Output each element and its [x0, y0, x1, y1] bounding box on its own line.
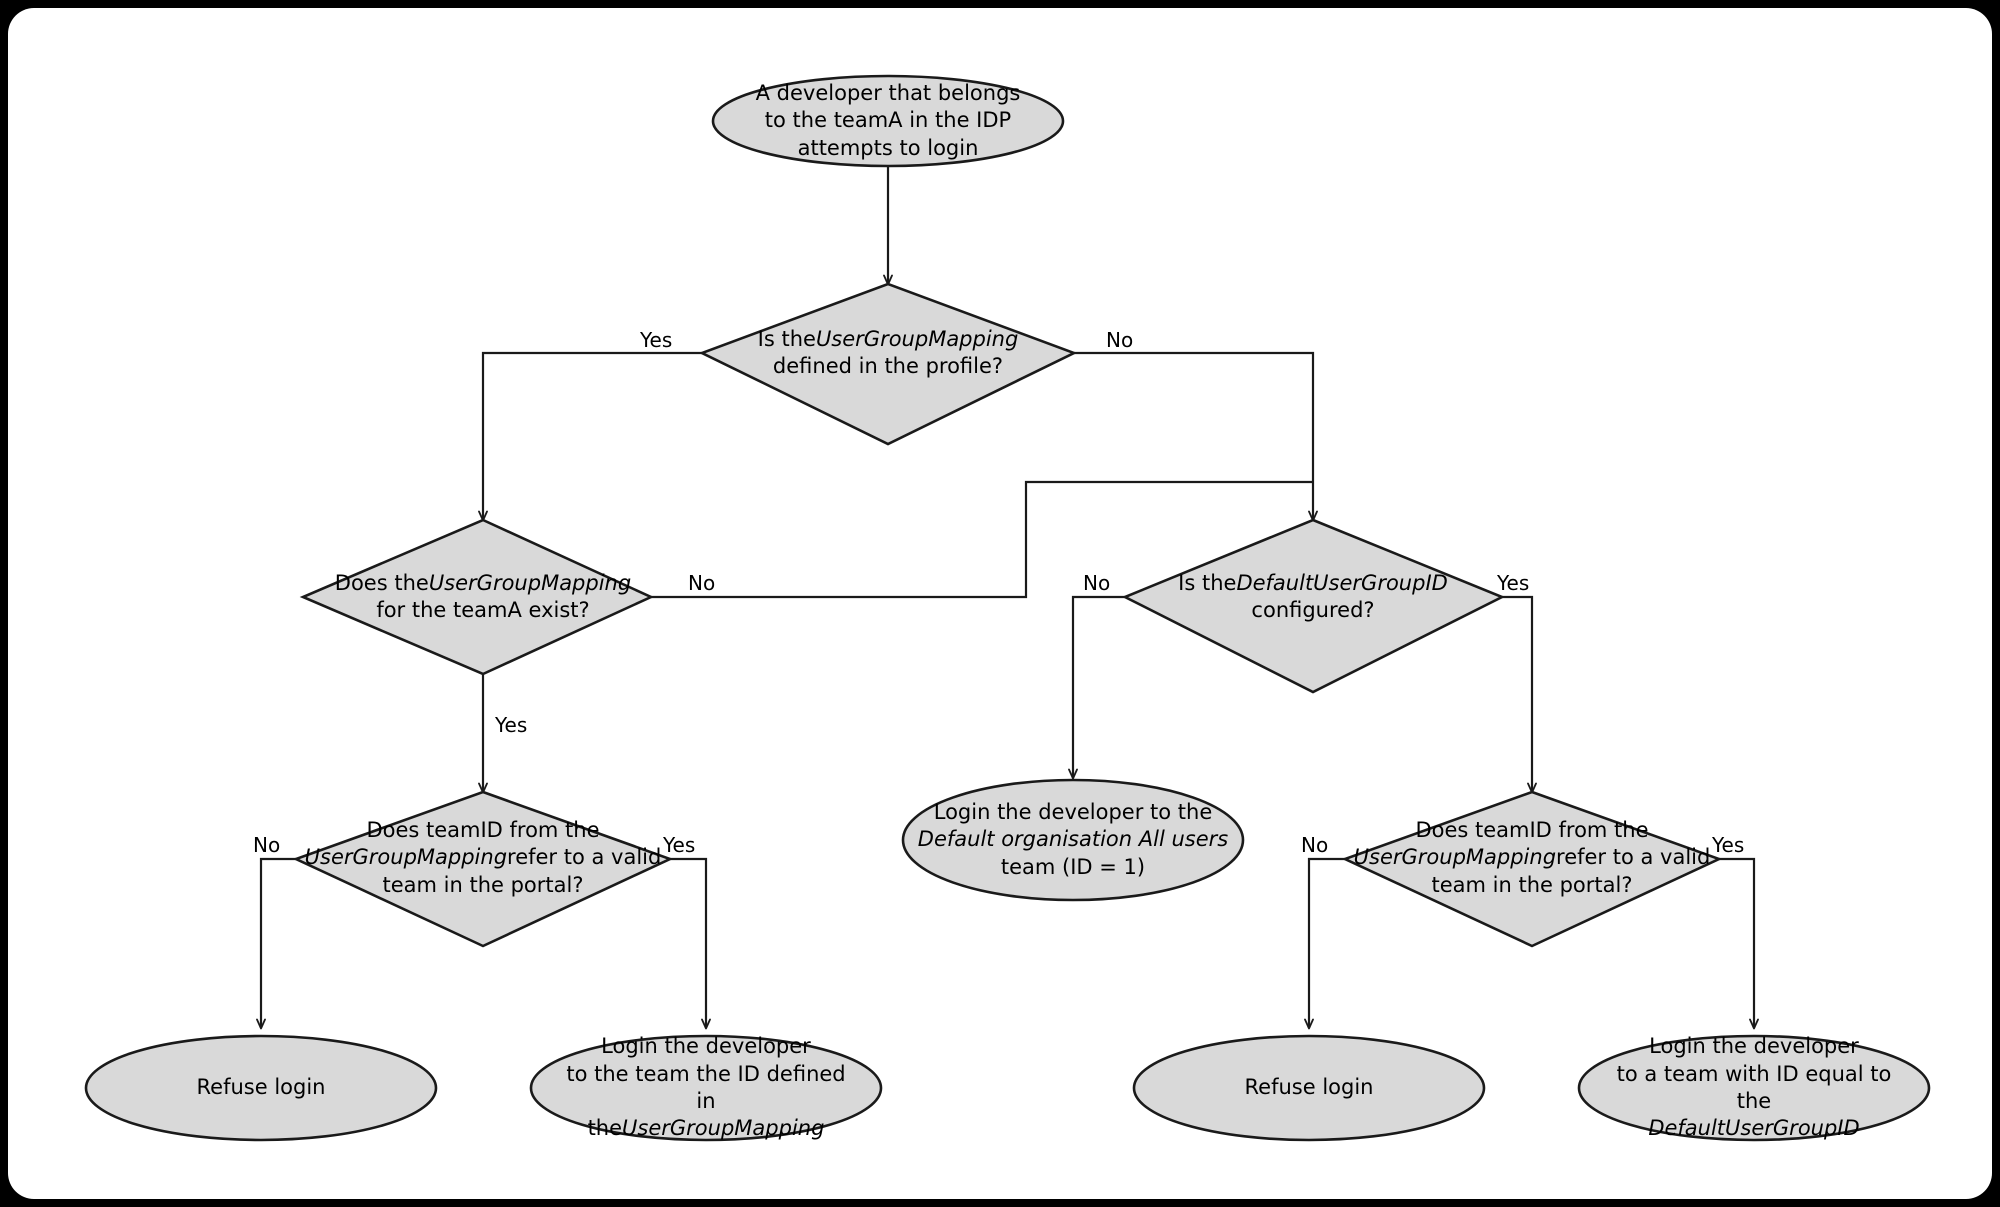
edge-teamid-right-no [1304, 857, 1345, 1030]
edge-label-default-usergroupid-no: No [1083, 571, 1111, 595]
edge-label-mapping-defined-yes: Yes [640, 328, 673, 352]
edge-mapping-teama-no [651, 480, 1313, 599]
node-shape-group [84, 74, 1931, 1142]
edge-label-default-usergroupid-yes: Yes [1497, 571, 1530, 595]
node-shape-teamid-valid-right[interactable] [1341, 790, 1723, 948]
edge-label-teamid-right-yes: Yes [1712, 833, 1745, 857]
edge-default-usergroupid-no [1068, 595, 1125, 780]
edge-label-teamid-left-yes: Yes [663, 833, 696, 857]
edge-label-teamid-left-no: No [253, 833, 281, 857]
node-shape-refuse-login-left[interactable] [84, 1034, 438, 1142]
node-shape-login-mapped-team[interactable] [529, 1034, 883, 1142]
node-shape-login-default-org[interactable] [901, 778, 1245, 902]
node-shape-mapping-teama-exists[interactable] [299, 518, 655, 676]
node-shape-refuse-login-right[interactable] [1132, 1034, 1486, 1142]
flowchart-graphics [84, 74, 1931, 1142]
edge-teamid-right-yes [1719, 857, 1759, 1030]
edge-mapping-defined-yes [478, 351, 702, 522]
node-shape-default-usergroupid[interactable] [1121, 518, 1506, 694]
edge-default-usergroupid-yes [1502, 595, 1537, 794]
edge-label-teamid-right-no: No [1301, 833, 1329, 857]
edge-label-mapping-defined-no: No [1106, 328, 1134, 352]
edge-group [256, 160, 1759, 1030]
edge-teamid-left-no [256, 857, 296, 1030]
edge-label-mapping-teama-no: No [688, 571, 716, 595]
node-shape-teamid-valid-left[interactable] [292, 790, 674, 948]
edge-teamid-left-yes [670, 857, 711, 1030]
node-shape-start[interactable] [711, 74, 1065, 168]
node-shape-login-default-usergroupid-team[interactable] [1577, 1034, 1931, 1142]
edge-mapping-defined-no [1074, 351, 1318, 522]
edge-label-mapping-teama-yes: Yes [495, 713, 528, 737]
node-shape-mapping-defined[interactable] [698, 282, 1078, 446]
